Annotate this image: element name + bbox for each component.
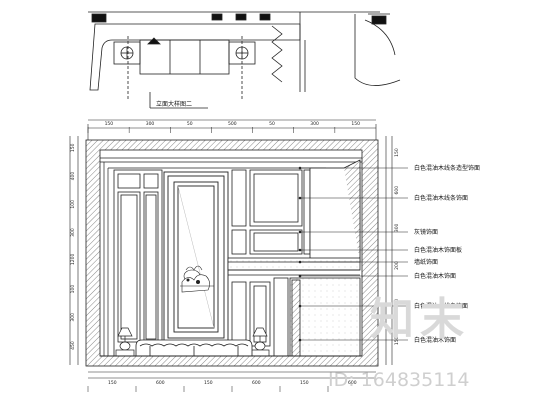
dimension-label: 100 [70,285,76,294]
leader-dot [298,274,302,278]
annotation-label: 灰镜饰面 [414,228,438,236]
right-dimension-labels: 150 600 300 200 600 150 [394,148,400,345]
watermark: 知末 ID: 164835114 [328,294,470,391]
dimension-label: 300 [146,121,155,127]
ceiling-lines [100,157,362,169]
watermark-logo-text: 知末 [370,294,470,345]
annotation-label: 墙纸饰面 [414,258,438,266]
plan-callout-label: 立面大样图二 [156,100,192,108]
dimension-label: 300 [394,223,400,232]
leader-dot [298,304,302,308]
plan-view [88,11,401,109]
dimension-label: 150 [70,143,76,152]
leader-dot [298,248,302,252]
top-dimension-labels: 150 300 50 500 50 300 150 [87,121,360,133]
dimension-label: 300 [310,121,319,127]
bottom-dimension-line [88,371,376,379]
dimension-label: 400 [70,172,76,181]
dimension-label: 50 [269,121,275,127]
dimension-label: 1200 [70,254,76,266]
dimension-label: 150 [394,336,400,345]
annotation-label: 白色混油木线条饰面 [414,302,468,310]
leader-dot [298,166,302,170]
annotation-label: 白色混油木饰面 [414,336,456,344]
dimension-label: 150 [108,380,117,386]
annotation-leaders [298,166,408,342]
decorative-painting [180,265,214,293]
dimension-label: 150 [351,121,360,127]
dimension-label: 150 [394,148,400,157]
dimension-label: 100 [70,200,76,209]
leader-dot [298,196,302,200]
left-dimension-line [69,136,79,365]
leader-dot [298,230,302,234]
dimension-label: 600 [348,380,357,386]
sofa [135,339,253,357]
wallpaper-band [227,257,361,276]
leader-dot [298,338,302,342]
dimension-label: 150 [105,121,114,127]
right-dimension-line [385,136,393,365]
bottom-dimension-labels: 150 600 150 600 150 600 [87,380,357,392]
dimension-label: 450 [70,341,76,350]
table-lamp-left [115,327,135,357]
left-dimension-labels: 150 400 100 300 1200 100 300 450 [70,143,76,349]
dimension-label: 600 [394,186,400,195]
dimension-label: 150 [300,380,309,386]
dimension-label: 500 [228,121,237,127]
leader-dot [298,260,302,264]
dimension-label: 150 [204,380,213,386]
annotation-labels: 白色混油木线条造型饰面白色混油木线条饰面灰镜饰面白色混油木饰面板墙纸饰面白色混油… [414,164,480,344]
annotation-label: 白色混油木饰面 [414,272,456,280]
dimension-label: 300 [70,313,76,322]
annotation-label: 白色混油木线条饰面 [414,194,468,202]
dimension-label: 300 [70,228,76,237]
left-side-panel [103,162,109,356]
dimension-label: 600 [252,380,261,386]
dimension-label: 200 [394,261,400,270]
annotation-label: 白色混油木线条造型饰面 [414,164,480,172]
dimension-label: 600 [394,299,400,308]
dimension-label: 50 [187,121,193,127]
table-lamp-right [250,327,270,357]
annotation-label: 白色混油木饰面板 [414,246,462,254]
watermark-id: ID: 164835114 [328,369,469,391]
right-upper-panels [231,169,311,255]
sloped-ceiling-wall [309,159,361,263]
dimension-label: 600 [156,380,165,386]
